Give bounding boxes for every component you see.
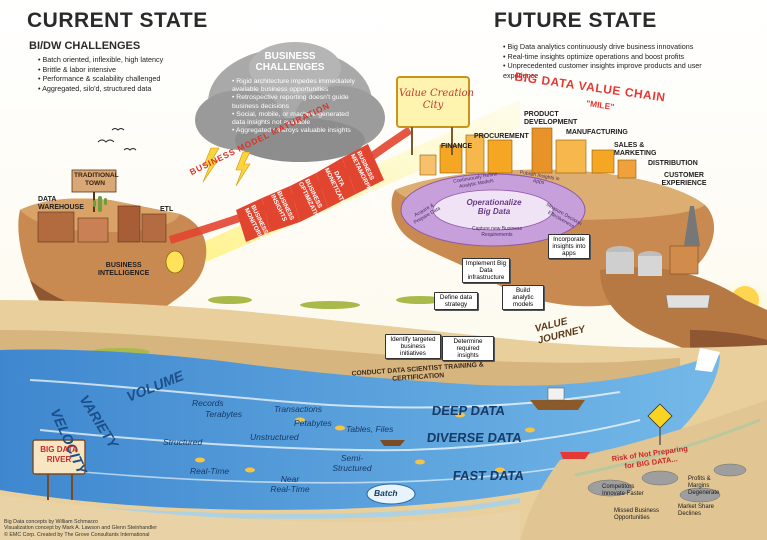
waterfall — [695, 348, 720, 372]
value-chain-label: PROCUREMENT — [474, 133, 529, 140]
value-chain-label: SALES & MARKETING — [614, 142, 657, 157]
risk-item: Profits & Margins Degenerate — [688, 476, 720, 496]
value-city-buildings — [419, 127, 637, 179]
risk-item: Market Share Declines — [678, 504, 715, 517]
boat-icon — [380, 387, 590, 459]
sign-line: TRADITIONAL — [74, 172, 119, 179]
cactus-icon — [93, 196, 107, 212]
river-item: Tables, Files — [346, 424, 394, 434]
big-data-river-sign: BIG DATA RIVER — [34, 445, 84, 465]
credit-line: Visualization concept by Mark A. Lawson … — [4, 525, 158, 532]
risk-item: Competitors Innovate Faster — [602, 484, 644, 497]
journey-sign: Build analytic models — [502, 285, 544, 310]
bullet: Aggregated, silo'd, structured data — [38, 84, 208, 94]
bullet: Real-time insights optimize operations a… — [503, 52, 733, 62]
journey-sign: Define data strategy — [434, 292, 478, 310]
warning-sign-icon — [647, 403, 673, 445]
maturation-arrows — [236, 144, 384, 242]
journey-sign: Determine required insights — [442, 336, 494, 361]
traditional-town-sign: TRADITIONAL TOWN — [74, 172, 119, 187]
value-chain-label: CUSTOMER EXPERIENCE — [661, 172, 707, 187]
bullet: Unprecedented customer insights improve … — [503, 61, 733, 80]
credits: Big Data concepts by William Schmarzo Vi… — [4, 519, 157, 538]
fish-icons — [195, 412, 535, 473]
diverse-data-label: DIVERSE DATA — [426, 430, 523, 445]
river-item: Structured — [163, 437, 203, 447]
sign-line: RIVER — [46, 455, 72, 464]
current-state-bullets: Batch oriented, inflexible, high latency… — [38, 55, 208, 93]
credit-line: © EMC Corp. Created by The Grove Consult… — [4, 531, 150, 538]
river-item: Batch — [374, 488, 398, 498]
bullet: Batch oriented, inflexible, high latency — [38, 55, 208, 65]
bidw-challenges-heading: BI/DW CHALLENGES — [29, 40, 141, 52]
spotlight-icon — [165, 250, 185, 274]
etl-label: ETL — [160, 206, 174, 213]
billboard-line: City — [422, 100, 444, 111]
river-item: Terabytes — [205, 409, 243, 419]
deep-data-label: DEEP DATA — [431, 403, 506, 418]
business-challenges-title: BUSINESS CHALLENGES — [255, 51, 325, 73]
center-line: Big Data — [477, 207, 511, 216]
label-line: INTELLIGENCE — [98, 270, 150, 277]
value-creation-city-billboard: Value Creation City — [399, 88, 474, 112]
billboard-icon — [396, 76, 470, 155]
future-state-bullets: Big Data analytics continuously drive bu… — [503, 42, 733, 80]
current-state-title: CURRENT STATE — [27, 9, 208, 32]
data-warehouse-label: DATA WAREHOUSE — [38, 196, 84, 212]
title-line: CHALLENGES — [255, 62, 325, 73]
river-sign-icon — [32, 439, 86, 500]
birds-icon — [97, 128, 137, 151]
bullet: Big Data analytics continuously drive bu… — [503, 42, 733, 52]
bullet: Aggregated destroys valuable insights — [232, 127, 362, 135]
bullet: Retrospective reporting doesn't guide bu… — [232, 94, 362, 110]
sign-line: TOWN — [84, 179, 106, 187]
value-chain-label: PRODUCT DEVELOPMENT — [524, 111, 578, 126]
label-line: WAREHOUSE — [38, 204, 84, 211]
river-item: Petabytes — [294, 418, 332, 428]
river-item: Unstructured — [250, 432, 299, 442]
dam — [665, 294, 711, 309]
label-line: BUSINESS — [105, 262, 142, 269]
title-line: BUSINESS — [264, 51, 316, 62]
river-item: Transactions — [274, 404, 323, 414]
value-chain-label: FINANCE — [441, 143, 473, 150]
fast-data-label: FAST DATA — [452, 468, 525, 483]
journey-sign: Identify targeted business initiatives — [385, 334, 441, 359]
bullet: Performance & scalability challenged — [38, 74, 208, 84]
river-item: Records — [192, 398, 224, 408]
journey-sign: Incorporate insights into apps — [548, 234, 590, 259]
factory-icon — [606, 206, 700, 276]
traditional-town — [37, 169, 167, 243]
label-line: DATA — [38, 196, 57, 203]
value-chain-label: DISTRIBUTION — [648, 160, 698, 167]
future-state-title: FUTURE STATE — [494, 9, 657, 32]
risk-item: Missed Business Opportunities — [614, 508, 660, 521]
business-challenges-bullets: Rigid architecture impedes immediately a… — [232, 78, 362, 135]
billboard-line: Value Creation — [399, 88, 474, 99]
value-chain-label: MANUFACTURING — [566, 129, 628, 136]
ring-label: Capture new Business Requirements — [471, 226, 523, 238]
batch-bubble — [366, 483, 416, 505]
center-line: Operationalize — [466, 198, 522, 207]
lightning-bolt-icon — [202, 147, 251, 187]
bullet: Rigid architecture impedes immediately a… — [232, 78, 362, 94]
business-intelligence-label: BUSINESS INTELLIGENCE — [98, 262, 149, 278]
journey-sign: Implement Big Data infrastructure — [462, 258, 510, 283]
credit-line: Big Data concepts by William Schmarzo — [4, 519, 98, 525]
operationalize-ring — [400, 173, 586, 247]
bullet: Social, mobile, or machine-generated dat… — [232, 111, 362, 127]
sign-line: BIG DATA — [40, 445, 78, 454]
river-item: Semi-Structured — [332, 453, 372, 473]
operationalize-center: Operationalize Big Data — [460, 198, 528, 216]
risk-rocks — [587, 463, 747, 503]
river-item: Near Real-Time — [270, 474, 310, 494]
river-item: Real-Time — [190, 466, 230, 476]
bullet: Brittle & labor intensive — [38, 65, 208, 75]
